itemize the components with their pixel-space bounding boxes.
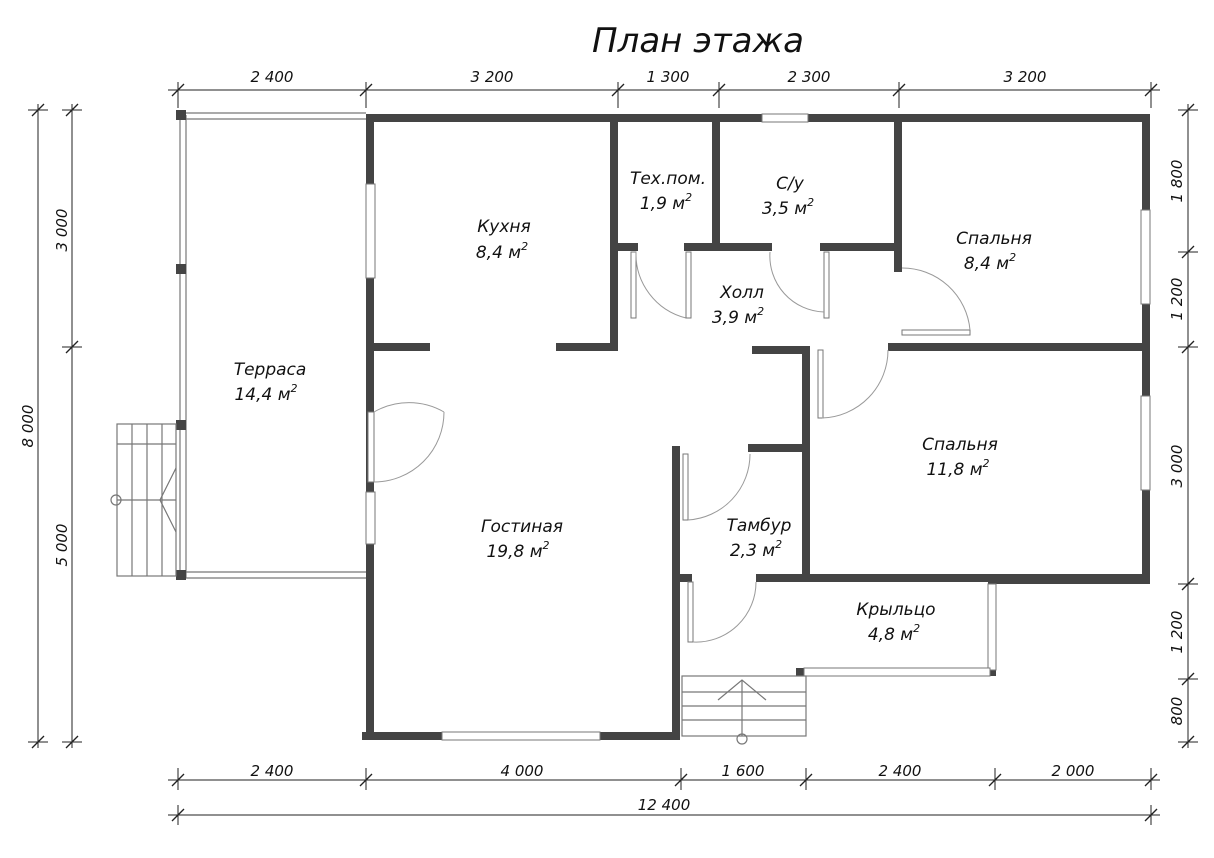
room-name: Крыльцо	[856, 600, 935, 620]
right-dimension-chain: 1 800 1 200 3 000 1 200 800	[1168, 103, 1198, 749]
svg-text:14,4 м2: 14,4 м2	[234, 382, 297, 405]
dim-left-1: 3 000	[53, 209, 71, 252]
room-area: 2,3 м	[730, 541, 775, 561]
svg-text:11,8 м2: 11,8 м2	[926, 457, 989, 480]
area-superscript: 2	[757, 305, 764, 318]
area-superscript: 2	[775, 538, 782, 551]
area-superscript: 2	[983, 457, 990, 470]
dim-bottom-2: 4 000	[501, 762, 544, 780]
area-superscript: 2	[291, 382, 298, 395]
room-name: Холл	[719, 283, 764, 303]
room-area: 8,4 м	[476, 243, 521, 263]
room-area: 3,9 м	[712, 308, 757, 328]
svg-text:19,8 м2: 19,8 м2	[486, 539, 549, 562]
room-vestibule: Тамбур 2,3 м2	[727, 516, 792, 561]
room-name: Терраса	[234, 360, 307, 380]
dim-top-1: 2 400	[251, 68, 294, 86]
doors	[367, 251, 971, 643]
windows	[365, 113, 1151, 741]
dim-left-2: 5 000	[53, 524, 71, 567]
svg-text:4,8 м2: 4,8 м2	[868, 622, 920, 645]
dim-top-3: 1 300	[647, 68, 690, 86]
area-superscript: 2	[807, 196, 814, 209]
total-dimension: 12 400	[168, 796, 1160, 825]
area-superscript: 2	[521, 240, 528, 253]
svg-text:8,4 м2: 8,4 м2	[964, 251, 1016, 274]
room-bedroom-2: Спальня 11,8 м2	[922, 435, 998, 480]
dim-right-5: 800	[1168, 697, 1186, 726]
bottom-dimension-chain: 2 400 4 000 1 600 2 400 2 000	[168, 762, 1160, 790]
room-kitchen: Кухня 8,4 м2	[476, 217, 531, 263]
dim-right-1: 1 800	[1168, 160, 1186, 203]
svg-text:2,3 м2: 2,3 м2	[730, 538, 782, 561]
room-area: 14,4 м	[234, 385, 290, 405]
dim-total: 12 400	[638, 796, 691, 814]
room-name: Тамбур	[727, 516, 792, 536]
dim-bottom-3: 1 600	[722, 762, 765, 780]
dim-top-4: 2 300	[788, 68, 831, 86]
svg-text:3,9 м2: 3,9 м2	[712, 305, 764, 328]
room-area: 4,8 м	[868, 625, 913, 645]
area-superscript: 2	[685, 191, 692, 204]
area-superscript: 2	[1009, 251, 1016, 264]
window-bathroom	[761, 113, 809, 123]
walls	[362, 114, 1150, 740]
room-name: Спальня	[922, 435, 998, 455]
dim-right-4: 1 200	[1168, 611, 1186, 654]
dim-top-5: 3 200	[1004, 68, 1047, 86]
left-dimension-chain: 8 000 3 000 5 000	[19, 103, 82, 749]
dim-left-outer: 8 000	[19, 405, 37, 448]
window-porch	[987, 583, 997, 671]
room-tech: Тех.пом. 1,9 м2	[630, 169, 706, 214]
window-living-bottom	[441, 731, 601, 741]
room-area: 1,9 м	[640, 194, 685, 214]
window-bedroom-1	[1140, 209, 1151, 305]
window-bedroom-2	[1140, 395, 1151, 491]
room-hall: Холл 3,9 м2	[712, 283, 764, 328]
room-porch: Крыльцо 4,8 м2	[856, 600, 935, 645]
room-area: 11,8 м	[926, 460, 982, 480]
plan-title: План этажа	[592, 21, 804, 61]
window-kitchen	[365, 183, 376, 279]
svg-text:3,5 м2: 3,5 м2	[762, 196, 814, 219]
terrace-steps	[110, 423, 177, 577]
room-terrace: Терраса 14,4 м2	[234, 360, 307, 405]
room-living: Гостиная 19,8 м2	[481, 517, 563, 562]
dim-top-2: 3 200	[471, 68, 514, 86]
room-area: 8,4 м	[964, 254, 1009, 274]
svg-text:1,9 м2: 1,9 м2	[640, 191, 692, 214]
dim-bottom-5: 2 000	[1052, 762, 1095, 780]
room-bedroom-1: Спальня 8,4 м2	[956, 229, 1032, 274]
top-dimension-chain: 2 400 3 200 1 300 2 300 3 200	[168, 68, 1160, 108]
room-area: 3,5 м	[762, 199, 807, 219]
dim-right-2: 1 200	[1168, 278, 1186, 321]
room-name: Кухня	[477, 217, 531, 237]
dim-bottom-1: 2 400	[251, 762, 294, 780]
svg-text:8,4 м2: 8,4 м2	[476, 240, 528, 263]
porch-steps	[681, 675, 807, 745]
room-area: 19,8 м	[486, 542, 542, 562]
room-bathroom: С/у 3,5 м2	[762, 174, 814, 219]
dim-bottom-4: 2 400	[879, 762, 922, 780]
dim-right-3: 3 000	[1168, 445, 1186, 488]
window-porch-bottom	[803, 667, 991, 677]
room-name: Гостиная	[481, 517, 563, 537]
area-superscript: 2	[913, 622, 920, 635]
window-living-left	[365, 491, 376, 545]
room-name: Спальня	[956, 229, 1032, 249]
area-superscript: 2	[543, 539, 550, 552]
room-name: Тех.пом.	[630, 169, 706, 189]
room-name: С/у	[776, 174, 805, 194]
terrace-structure	[110, 110, 366, 580]
